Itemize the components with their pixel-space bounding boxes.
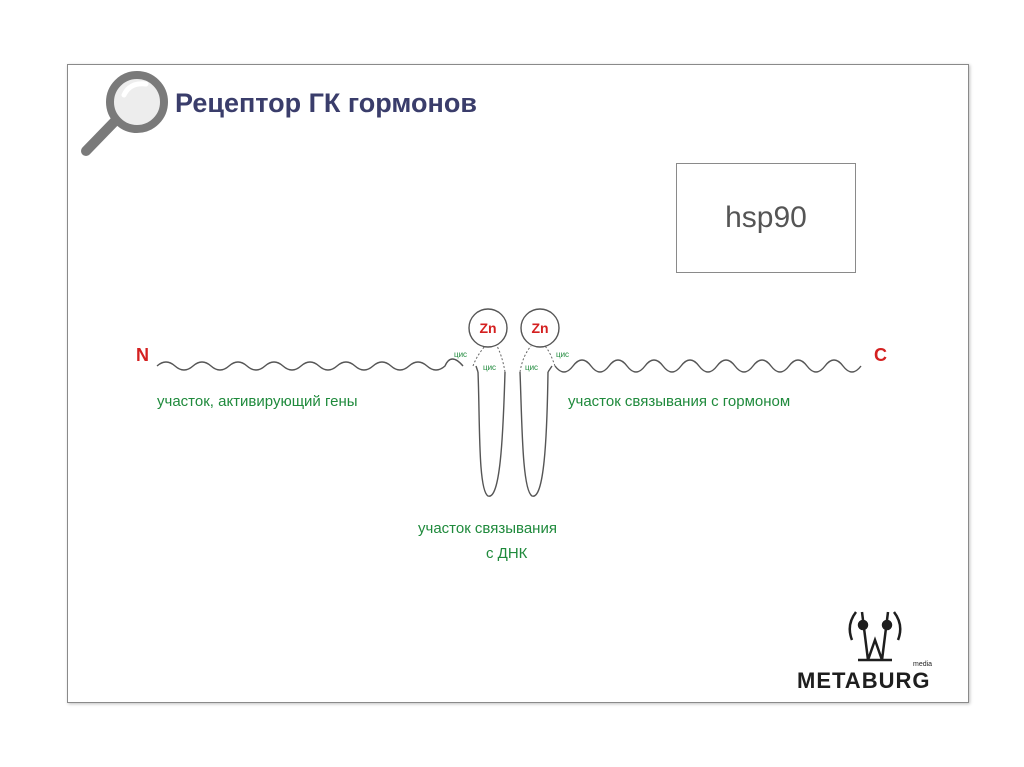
protein-chain-left bbox=[157, 359, 463, 370]
zinc-label-left: Zn bbox=[468, 320, 508, 336]
cys-label-right-outer: цис bbox=[556, 350, 569, 359]
dna-binding-label-line1: участок связывания bbox=[418, 520, 557, 537]
zinc-finger-left bbox=[478, 372, 505, 496]
activation-region-label: участок, активирующий гены bbox=[157, 393, 358, 410]
hormone-binding-region-label: участок связывания с гормоном bbox=[568, 393, 790, 410]
cys-label-left-inner: цис bbox=[483, 363, 496, 372]
metaburg-logo-icon bbox=[850, 612, 901, 660]
logo-wordmark: METABURG bbox=[797, 668, 930, 694]
protein-chain-right bbox=[555, 360, 861, 372]
n-terminal-label: N bbox=[136, 345, 149, 366]
c-terminal-label: C bbox=[874, 345, 887, 366]
hsp90-label: hsp90 bbox=[725, 201, 807, 235]
cys-label-right-inner: цис bbox=[525, 363, 538, 372]
hsp90-box: hsp90 bbox=[676, 163, 856, 273]
logo-subtitle: media bbox=[913, 661, 932, 668]
cys-label-left-outer: цис bbox=[454, 350, 467, 359]
zinc-finger-right bbox=[520, 372, 548, 496]
zinc-label-right: Zn bbox=[520, 320, 560, 336]
page-title: Рецептор ГК гормонов bbox=[175, 88, 477, 119]
magnifier-icon bbox=[86, 75, 164, 151]
dna-binding-label-line2: с ДНК bbox=[486, 545, 527, 562]
